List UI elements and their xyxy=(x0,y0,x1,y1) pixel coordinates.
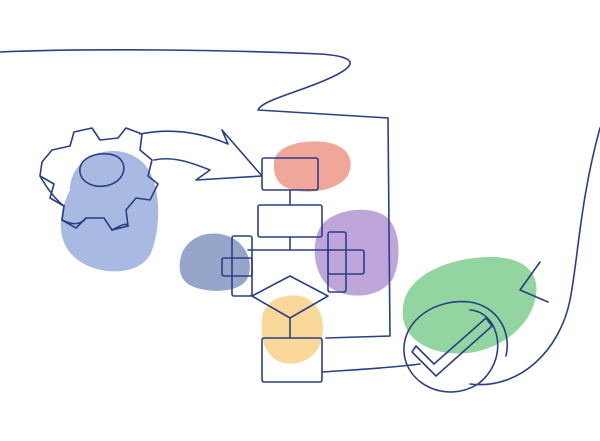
flowchart-bottom-box xyxy=(261,337,323,383)
gear-hole xyxy=(79,152,125,188)
yellow-blob xyxy=(261,295,324,364)
line-drawing xyxy=(0,49,600,393)
top-lead-line xyxy=(0,49,391,339)
green-blob xyxy=(402,256,537,354)
right-arrowhead xyxy=(519,261,549,303)
red-blob xyxy=(273,141,351,192)
gear-icon xyxy=(39,127,159,231)
gear-depth xyxy=(39,175,129,231)
checkmark-icon xyxy=(411,317,493,377)
flowchart-right-box-2 xyxy=(327,249,365,275)
flowchart-left-box-2 xyxy=(221,257,253,277)
checkmark-circle xyxy=(403,300,508,393)
arrow-icon xyxy=(139,129,263,181)
blue-blob xyxy=(60,151,159,272)
slate-blob xyxy=(179,233,250,291)
flowchart-icon xyxy=(221,157,365,383)
connector-to-check xyxy=(321,363,421,373)
flowchart-mid-box xyxy=(257,204,323,238)
right-loop-line xyxy=(469,127,600,386)
color-blobs xyxy=(60,141,537,364)
flowchart-diamond xyxy=(251,275,329,319)
flowchart-branch xyxy=(247,236,333,251)
